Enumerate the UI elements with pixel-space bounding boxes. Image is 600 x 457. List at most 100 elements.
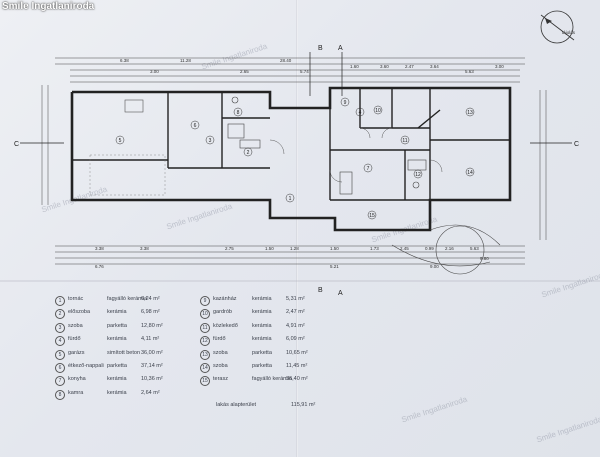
svg-text:10: 10 (375, 108, 381, 114)
svg-text:6: 6 (194, 123, 197, 129)
legend-room-area: 37,14 m² (141, 363, 163, 369)
legend-room-area: 2,64 m² (141, 389, 160, 396)
svg-text:2: 2 (247, 150, 250, 156)
svg-text:3.00: 3.00 (495, 64, 504, 69)
legend-room-name: étkező-nappali (68, 363, 104, 369)
svg-text:1: 1 (289, 196, 292, 202)
legend-room-area: 4,11 m² (141, 336, 160, 343)
svg-text:14: 14 (467, 170, 473, 176)
legend-room-name: előszoba (68, 309, 91, 316)
legend-room-area: 6,24 m² (141, 296, 160, 302)
legend-room-number: 1 (55, 296, 65, 306)
svg-text:1.50: 1.50 (330, 246, 339, 251)
legend-room-area: 2,47 m² (286, 309, 305, 316)
svg-text:3.64: 3.64 (430, 64, 439, 69)
svg-text:8: 8 (237, 110, 240, 116)
legend-room-number: 15 (200, 376, 210, 387)
svg-text:6.76: 6.76 (95, 264, 104, 269)
legend-room-floor: fagyálló kerámia (107, 296, 148, 302)
legend-room-number: 12 (200, 336, 210, 347)
legend-room-area: 6,98 m² (141, 309, 160, 316)
total-area-label: lakás alapterület (216, 402, 257, 408)
svg-text:5.63: 5.63 (465, 69, 474, 74)
total-area-value: 115,91 m² (291, 402, 316, 408)
section-marker-b: B (318, 287, 323, 294)
legend-room-floor: parketta (107, 363, 127, 369)
legend-room-name: közlekedő (213, 322, 238, 329)
svg-text:2.16: 2.16 (445, 246, 454, 251)
legend-room-number: 7 (55, 376, 65, 387)
legend-room-floor: simított beton (107, 349, 141, 356)
legend-room-floor: parketta (252, 349, 272, 356)
paper-fold-horizontal (0, 280, 600, 282)
legend-room-floor: kerámia (252, 322, 272, 329)
legend-room-floor: kerámia (252, 336, 272, 343)
section-marker-c: C (14, 141, 19, 148)
svg-text:1.50: 1.50 (265, 246, 274, 251)
legend-room-floor: kerámia (252, 309, 272, 316)
section-marker-b: B (318, 45, 323, 52)
legend-room-name: szoba (68, 322, 83, 329)
legend-room-number: 4 (55, 336, 65, 347)
svg-text:9.00: 9.00 (430, 264, 439, 269)
north-arrow-icon (540, 10, 575, 44)
legend-room-floor: kerámia (107, 309, 127, 316)
legend-room-area: 10,65 m² (286, 349, 308, 356)
legend-room-number: 5 (55, 349, 65, 360)
svg-text:2.45: 2.45 (400, 246, 409, 251)
svg-text:3.60: 3.60 (380, 64, 389, 69)
legend-room-number: 9 (200, 296, 210, 306)
legend-room-name: terasz (213, 376, 228, 383)
legend-room-area: 4,91 m² (286, 322, 305, 329)
svg-text:5: 5 (119, 138, 122, 144)
legend-room-number: 6 (55, 363, 65, 373)
section-marker-a: A (338, 290, 343, 297)
svg-text:5.63: 5.63 (470, 246, 479, 251)
svg-text:3.38: 3.38 (140, 246, 149, 251)
svg-text:2.47: 2.47 (405, 64, 414, 69)
svg-text:12: 12 (415, 172, 421, 178)
legend-room-name: szoba (213, 363, 228, 369)
legend-room-name: szoba (213, 349, 228, 356)
svg-text:1.28: 1.28 (290, 246, 299, 251)
legend-room-area: 11,45 m² (286, 363, 308, 369)
legend-room-name: tornác (68, 296, 84, 302)
svg-text:2.65: 2.65 (240, 69, 249, 74)
svg-text:15: 15 (369, 213, 375, 219)
legend-room-number: 14 (200, 363, 210, 373)
svg-text:1.60: 1.60 (350, 64, 359, 69)
legend-room-name: konyha (68, 376, 86, 383)
legend-room-area: 10,36 m² (141, 376, 163, 383)
legend-room-floor: kerámia (107, 376, 127, 383)
section-marker-c: C (574, 141, 579, 148)
legend-room-area: 12,80 m² (141, 322, 163, 329)
legend-room-number: 10 (200, 309, 210, 320)
legend-room-name: kazánház (213, 296, 237, 302)
legend-room-area: 5,31 m² (286, 296, 305, 302)
section-marker-a: A (338, 45, 343, 52)
legend-room-number: 3 (55, 322, 65, 333)
legend-room-name: gardrób (213, 309, 232, 316)
svg-text:3: 3 (209, 138, 212, 144)
watermark-logo: Smile Ingatlaniroda (2, 1, 95, 12)
legend-room-name: fürdő (213, 336, 226, 343)
svg-text:11.28: 11.28 (180, 58, 191, 63)
svg-text:5.74: 5.74 (300, 69, 309, 74)
legend-room-name: fürdő (68, 336, 81, 343)
paper-fold-vertical (296, 0, 298, 457)
svg-text:5.21: 5.21 (330, 264, 339, 269)
svg-text:3.00: 3.00 (150, 69, 159, 74)
legend-room-floor: kerámia (107, 389, 127, 396)
legend-room-number: 2 (55, 309, 65, 320)
legend-room-name: kamra (68, 389, 84, 396)
svg-text:6.38: 6.38 (120, 58, 129, 63)
legend-room-number: 8 (55, 389, 65, 400)
svg-text:9: 9 (344, 100, 347, 106)
legend-room-number: 11 (200, 322, 210, 333)
svg-text:11: 11 (402, 138, 407, 144)
legend-room-floor: kerámia (107, 336, 127, 343)
svg-text:7: 7 (367, 166, 370, 172)
legend-room-floor: parketta (252, 363, 272, 369)
svg-text:3.38: 3.38 (95, 246, 104, 251)
